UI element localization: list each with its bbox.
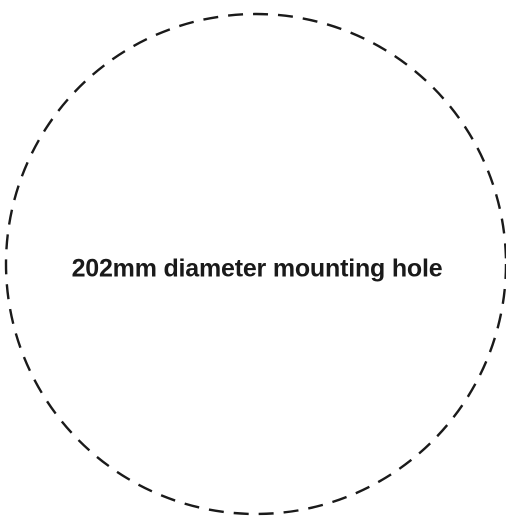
mounting-hole-outline [4, 12, 506, 516]
mounting-hole-label: 202mm diameter mounting hole [72, 255, 443, 283]
